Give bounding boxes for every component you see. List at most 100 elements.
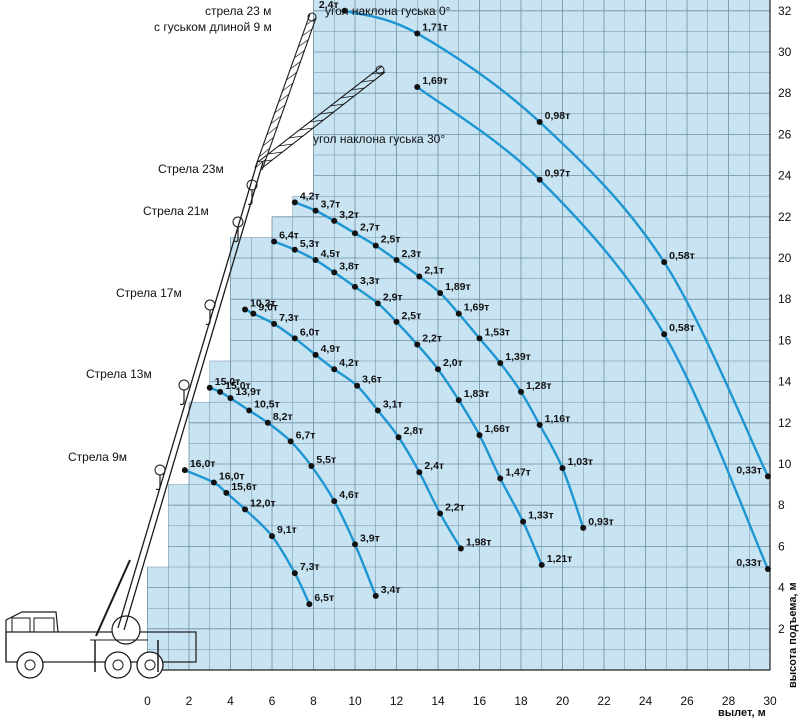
load-point (455, 310, 462, 317)
load-point (291, 335, 298, 342)
x-tick-label: 8 (310, 694, 317, 708)
load-point-label: 0,98т (545, 110, 571, 122)
load-point-label: 2,4т (319, 0, 339, 11)
y-tick-label: 6 (778, 539, 785, 553)
jib-30-lattice (340, 95, 355, 99)
load-point-label: 2,8т (404, 425, 424, 437)
jib-0-lattice (278, 93, 290, 103)
jib-0-lattice (305, 17, 317, 26)
load-point (306, 601, 313, 608)
load-point (250, 310, 257, 317)
y-tick-label: 24 (778, 169, 792, 183)
jib-0-lattice (254, 158, 267, 169)
load-points: 16,0т16,0т15,6т12,0т9,1т7,3т6,5т15,0т15,… (181, 0, 771, 608)
load-point (393, 318, 400, 325)
load-point (352, 541, 358, 548)
load-point (331, 269, 338, 276)
load-point-label: 4,5т (321, 248, 341, 260)
load-point-label: 10,2т (250, 298, 276, 310)
load-point-label: 16,0т (219, 471, 245, 483)
y-tick-label: 20 (778, 251, 792, 265)
load-point (331, 366, 338, 373)
load-point (435, 366, 441, 373)
load-point-label: 1,98т (466, 536, 492, 548)
load-point (291, 199, 298, 206)
load-point-label: 2,5т (402, 310, 422, 322)
load-point (331, 498, 338, 505)
load-point-label: 3,4т (381, 584, 401, 596)
annotation-labels: Стрела 9м Стрела 13м Стрела 17м Стрела 2… (68, 4, 799, 719)
load-point-label: 1,16т (545, 413, 571, 425)
y-tick-label: 30 (778, 45, 792, 59)
load-curve-7 (416, 86, 770, 570)
load-point-label: 1,33т (528, 510, 554, 522)
load-point-label: 0,58т (669, 322, 695, 334)
load-point (414, 30, 421, 37)
load-point-label: 7,3т (279, 312, 299, 324)
load-point-label: 1,21т (547, 553, 573, 565)
y-tick-label: 14 (778, 375, 792, 389)
load-point (416, 469, 423, 476)
load-point-label: 2,1т (424, 265, 444, 277)
load-point-label: 16,0т (190, 458, 216, 470)
load-point (217, 388, 224, 395)
load-point (538, 561, 545, 568)
load-point (764, 473, 771, 480)
load-point (536, 176, 543, 183)
load-point (210, 479, 217, 486)
jib-tip-pulley (307, 12, 317, 22)
hook (205, 310, 211, 326)
x-tick-label: 18 (514, 694, 528, 708)
x-tick-label: 16 (473, 694, 487, 708)
x-tick-label: 12 (390, 694, 404, 708)
load-point-label: 4,2т (339, 357, 359, 369)
jib-30-lattice (371, 71, 386, 75)
jib-0-lattice (270, 115, 282, 125)
load-point (395, 434, 402, 441)
load-point-label: 3,6т (362, 374, 382, 386)
load-point (476, 335, 483, 342)
jib-0-lattice (282, 82, 294, 92)
load-point-label: 3,7т (321, 199, 341, 211)
jib-angle-30-label: угол наклона гуська 30° (313, 132, 445, 146)
load-point-label: 9,1т (277, 524, 297, 536)
y-tick-label: 26 (778, 127, 792, 141)
load-point-label: 4,6т (339, 489, 359, 501)
pulley (178, 379, 190, 391)
load-point-label: 2,5т (381, 234, 401, 246)
jib-0-lattice (294, 50, 305, 59)
load-point-label: 15,0т (225, 380, 251, 392)
load-point-label: 1,89т (445, 281, 471, 293)
load-point-label: 15,6т (231, 481, 257, 493)
load-point (269, 533, 275, 540)
load-point-label: 8,2т (273, 411, 293, 423)
jib-angle-0-label: угол наклона гуська 0° (325, 4, 451, 18)
load-point (308, 463, 315, 470)
load-point (331, 217, 338, 224)
jib-30-lattice (330, 103, 345, 107)
load-point-label: 0,97т (545, 168, 571, 180)
load-point (416, 273, 423, 280)
load-point (437, 510, 444, 517)
load-point (341, 7, 348, 14)
jib-0-lattice (290, 61, 301, 70)
chart-grid (137, 0, 771, 671)
wheel (104, 651, 132, 679)
truck-cab (5, 611, 59, 662)
load-point-label: 4,2т (300, 190, 320, 202)
boom-21-label: Стрела 21м (143, 204, 209, 218)
load-point-label: 1,47т (505, 466, 531, 478)
load-point-label: 2,2т (445, 501, 465, 513)
load-point-label: 3,1т (383, 398, 403, 410)
load-point-label: 1,03т (568, 456, 594, 468)
load-point (518, 388, 524, 395)
load-point-label: 1,28т (526, 380, 552, 392)
wheel (136, 651, 164, 679)
load-point-label: 3,9т (360, 532, 380, 544)
jib-0-lattice (266, 126, 278, 136)
jib-0-lattice (258, 148, 270, 158)
load-point-label: 5,3т (300, 238, 320, 250)
load-point-label: 9,0т (258, 302, 278, 314)
load-point (271, 320, 278, 327)
